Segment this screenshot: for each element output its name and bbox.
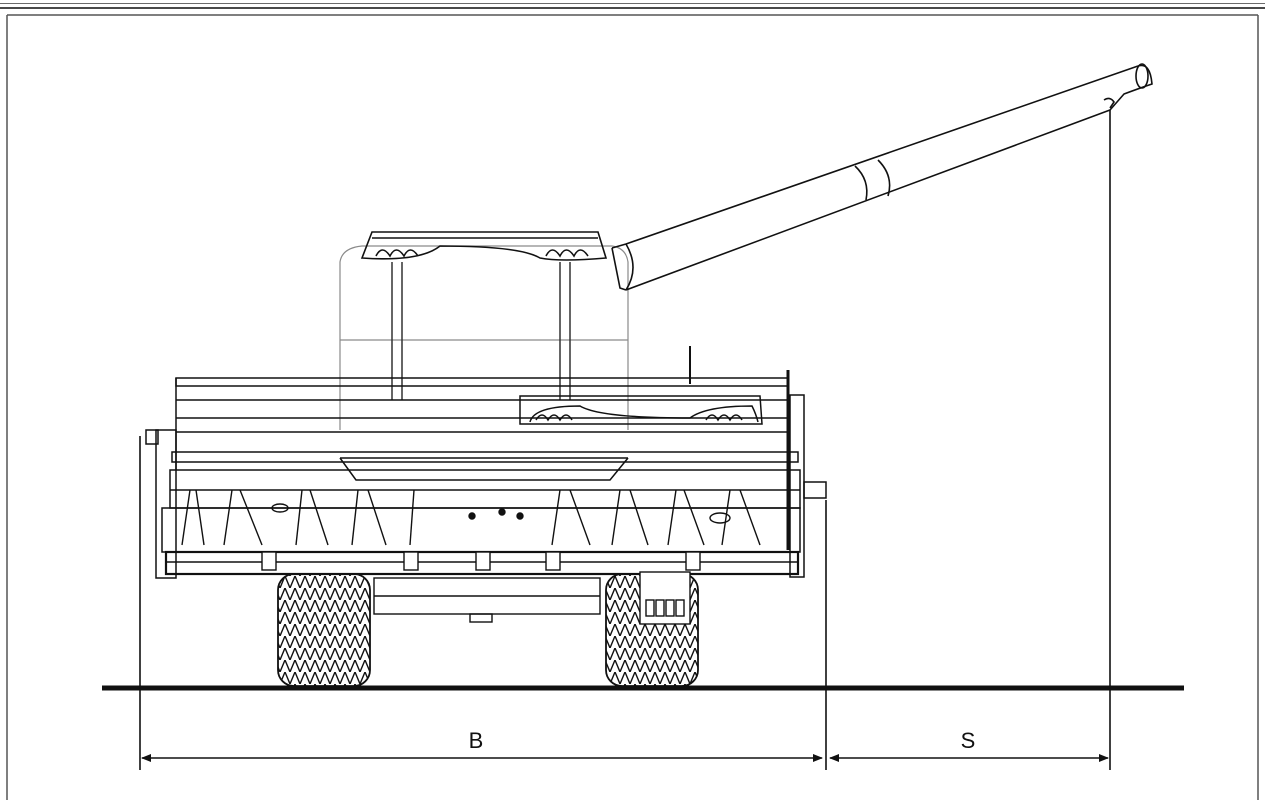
header-rule-thin (0, 3, 1265, 4)
rear-axle (373, 577, 601, 623)
width-dimension-label: B (469, 728, 484, 753)
reel-tines (181, 489, 761, 546)
cutter-bar-clamps (261, 551, 701, 571)
extension-lines (139, 110, 1111, 770)
figure-frame (6, 14, 1259, 800)
header-rule-thick (0, 7, 1265, 9)
spout-dimension-label: S (961, 728, 976, 753)
rear-light-cluster (639, 571, 691, 625)
rear-light-bar (519, 395, 763, 425)
cab-outline (339, 245, 629, 430)
left-rear-tire (277, 573, 371, 687)
roof-light-bar (360, 231, 608, 261)
header-body (145, 370, 827, 579)
unloading-auger (611, 63, 1153, 291)
